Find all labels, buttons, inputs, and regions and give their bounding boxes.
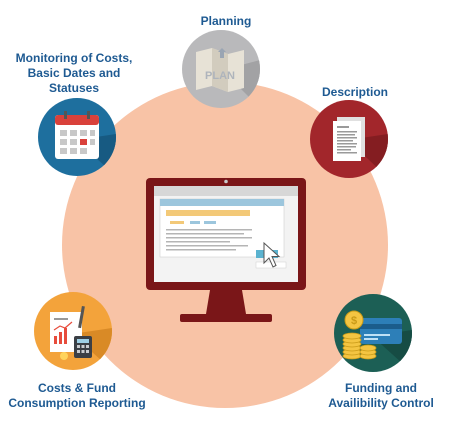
cursor-arrow-icon: [263, 241, 281, 268]
report-calculator-icon: [50, 305, 112, 370]
monitoring-label: Monitoring of Costs, Basic Dates and Sta…: [15, 51, 133, 95]
reporting-node: [34, 292, 112, 370]
plan-icon-text: PLAN: [205, 70, 235, 82]
funding-node: $: [334, 294, 412, 372]
map-plan-icon: PLAN: [196, 48, 260, 108]
reporting-label: Costs & Fund Consumption Reporting: [8, 381, 146, 410]
svg-text:$: $: [351, 315, 357, 327]
monitor-stand: [206, 290, 246, 314]
funding-label: Funding and Availibility Control: [328, 381, 434, 410]
coins-card-icon: $: [342, 310, 412, 372]
monitor-base: [180, 314, 272, 322]
calendar-icon: [55, 111, 116, 176]
monitor-illustration: [146, 178, 306, 322]
monitoring-node: [38, 98, 116, 176]
document-icon: [333, 117, 388, 178]
planning-label: Planning: [200, 14, 252, 28]
description-label: Description: [321, 85, 388, 99]
planning-node: PLAN: [182, 30, 260, 108]
description-node: [310, 100, 388, 178]
